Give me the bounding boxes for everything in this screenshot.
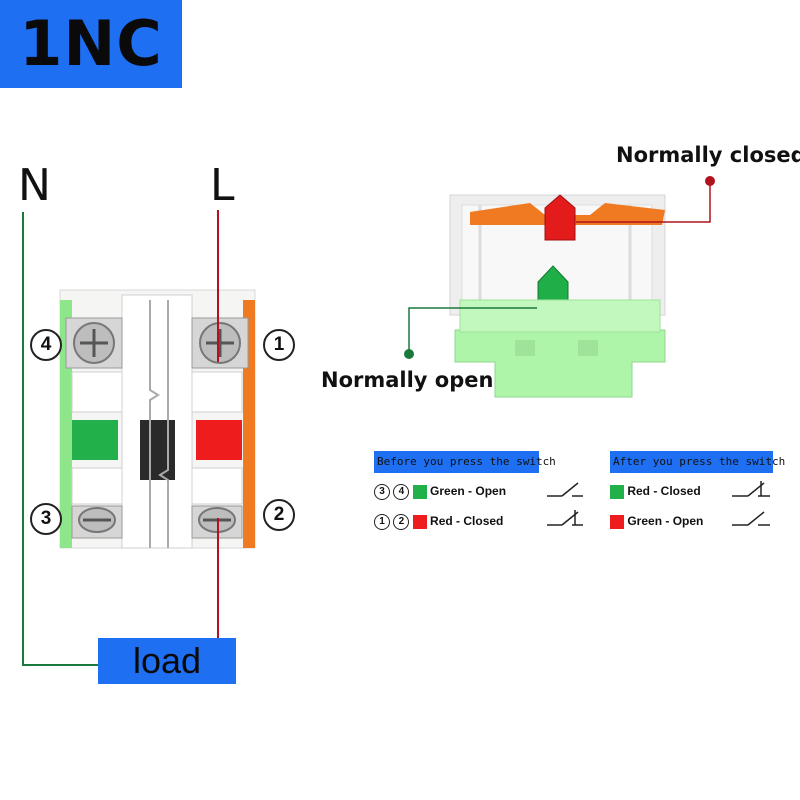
neutral-label: N (18, 160, 51, 211)
green-square (610, 484, 624, 499)
closed-switch-symbol-before (547, 510, 583, 526)
terminal-circle: 2 (393, 513, 410, 530)
after-row-green: Red - Closed (610, 481, 773, 501)
before-row-red: 1 2 Red - Closed (374, 511, 539, 531)
terminal-number-1: 1 (263, 329, 295, 361)
before-row-green: 3 4 Green - Open (374, 481, 539, 501)
red-square (412, 514, 427, 529)
screw-terminal-1 (191, 317, 249, 369)
terminal-number-3: 3 (30, 503, 62, 535)
after-press-heading: After you press the switch (610, 451, 785, 473)
red-square (610, 514, 624, 529)
after-press-table: After you press the switch Red - Closed … (610, 451, 785, 531)
after-row-red: Green - Open (610, 511, 773, 531)
title-badge: 1NC (0, 0, 182, 88)
after-row-text: Green - Open (627, 514, 704, 528)
closed-switch-symbol-after (732, 481, 770, 497)
terminal-number-4: 4 (30, 329, 62, 361)
before-press-table: Before you press the switch 3 4 Green - … (374, 451, 556, 531)
before-row-text: Red - Closed (430, 514, 504, 528)
screw-terminal-3 (71, 505, 123, 539)
normally-closed-label: Normally closed (616, 143, 800, 167)
screw-terminal-4 (65, 317, 123, 369)
terminal-circle: 4 (393, 483, 410, 500)
open-switch-symbol-before (547, 482, 583, 497)
switch-block (59, 289, 256, 549)
terminal-circle: 3 (374, 483, 390, 500)
normally-closed-leader (576, 176, 715, 223)
neutral-wire (22, 212, 98, 666)
before-press-heading: Before you press the switch (374, 451, 556, 473)
load-label: load (98, 638, 236, 684)
after-row-text: Red - Closed (627, 484, 701, 498)
contact-block-illustration (449, 194, 666, 398)
normally-open-leader (404, 307, 537, 359)
before-row-text: Green - Open (430, 484, 507, 498)
live-label: L (210, 160, 235, 211)
open-switch-symbol-after (732, 511, 770, 526)
terminal-number-2: 2 (263, 499, 295, 531)
normally-open-label: Normally open (321, 368, 494, 392)
green-square (412, 484, 427, 499)
terminal-circle: 1 (374, 513, 390, 530)
